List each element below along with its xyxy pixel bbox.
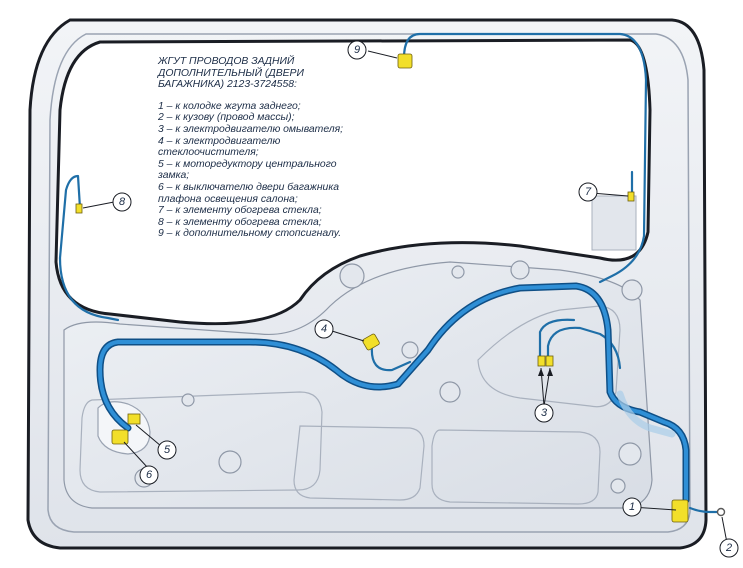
callout-8: 8	[112, 192, 132, 212]
legend-item-3: 3 – к электродвигателю омывателя;	[158, 124, 418, 136]
connectors	[75, 53, 726, 523]
panel-holes	[134, 260, 643, 494]
legend-item-line: стеклоочистителя;	[158, 147, 259, 159]
legend-item-line: 5 – к моторедуктору центрального	[158, 158, 337, 170]
panel-recess-lower	[293, 425, 425, 501]
legend-item-2: 2 – к кузову (провод массы);	[158, 112, 418, 124]
harness-legend: ЖГУТ ПРОВОДОВ ЗАДНИЙ ДОПОЛНИТЕЛЬНЫЙ (ДВЕ…	[158, 56, 418, 240]
legend-title-line: ДОПОЛНИТЕЛЬНЫЙ (ДВЕРИ	[158, 67, 304, 79]
panel-rib-right	[477, 305, 621, 408]
legend-item-line: 7 – к элементу обогрева стекла;	[158, 205, 322, 217]
legend-item-line: 1 – к колодке жгута заднего;	[158, 100, 301, 112]
legend-item-7: 7 – к элементу обогрева стекла;	[158, 205, 418, 217]
callout-1: 1	[622, 497, 642, 517]
callout-3: 3	[534, 403, 554, 423]
connector-6	[111, 429, 129, 445]
connector-4	[362, 333, 380, 351]
heater-terminal-plate	[591, 195, 637, 251]
callout-6: 6	[139, 465, 159, 485]
svg-text:4: 4	[321, 323, 327, 335]
legend-title-line: ЖГУТ ПРОВОДОВ ЗАДНИЙ	[158, 56, 295, 67]
svg-text:1: 1	[629, 501, 635, 513]
leader-arrowheads	[538, 368, 553, 376]
connector-9	[397, 53, 413, 69]
connector-3b	[545, 355, 554, 367]
legend-item-9: 9 – к дополнительному стопсигналу.	[158, 228, 418, 240]
legend-item-line: 4 – к электродвигателю	[158, 135, 281, 147]
svg-text:7: 7	[585, 186, 592, 198]
legend-item-line: замка;	[158, 170, 190, 182]
legend-item-5: 5 – к моторедуктору центрального замка;	[158, 159, 418, 182]
legend-item-6: 6 – к выключателю двери багажника плафон…	[158, 182, 418, 205]
ground-lug-2	[716, 507, 726, 517]
svg-text:8: 8	[119, 196, 126, 208]
svg-text:3: 3	[541, 407, 548, 419]
connector-5	[127, 413, 141, 425]
legend-item-line: 2 – к кузову (провод массы);	[158, 112, 295, 124]
connector-8	[75, 203, 83, 214]
legend-item-1: 1 – к колодке жгута заднего;	[158, 101, 418, 113]
legend-item-line: 9 – к дополнительному стопсигналу.	[158, 228, 342, 240]
callout-2: 2	[719, 538, 739, 558]
legend-item-line: 6 – к выключателю двери багажника	[158, 181, 340, 193]
callout-9: 9	[347, 40, 367, 60]
legend-title-line: БАГАЖНИКА) 2123-3724558:	[158, 79, 297, 91]
connector-1	[671, 499, 689, 523]
legend-item-8: 8 – к элементу обогрева стекла;	[158, 217, 418, 229]
svg-text:2: 2	[725, 542, 732, 554]
legend-item-4: 4 – к электродвигателю стеклоочистителя;	[158, 136, 418, 159]
legend-item-line: 3 – к электродвигателю омывателя;	[158, 123, 344, 135]
legend-title: ЖГУТ ПРОВОДОВ ЗАДНИЙ ДОПОЛНИТЕЛЬНЫЙ (ДВЕ…	[158, 56, 418, 91]
panel-recess-left	[79, 391, 323, 493]
legend-item-line: плафона освещения салона;	[158, 193, 298, 205]
svg-text:9: 9	[354, 44, 360, 56]
svg-text:6: 6	[146, 469, 153, 481]
rear-window-opening	[54, 38, 652, 326]
legend-item-line: 8 – к элементу обогрева стекла;	[158, 216, 322, 228]
connector-7	[627, 191, 635, 202]
callout-4: 4	[314, 319, 334, 339]
callout-5: 5	[157, 440, 177, 460]
callout-7: 7	[578, 182, 598, 202]
tailgate-inner-rim	[47, 33, 691, 533]
harness-main-trunk	[96, 282, 690, 504]
svg-text:5: 5	[164, 444, 171, 456]
panel-recess-right	[431, 429, 601, 505]
connector-3a	[537, 355, 546, 367]
